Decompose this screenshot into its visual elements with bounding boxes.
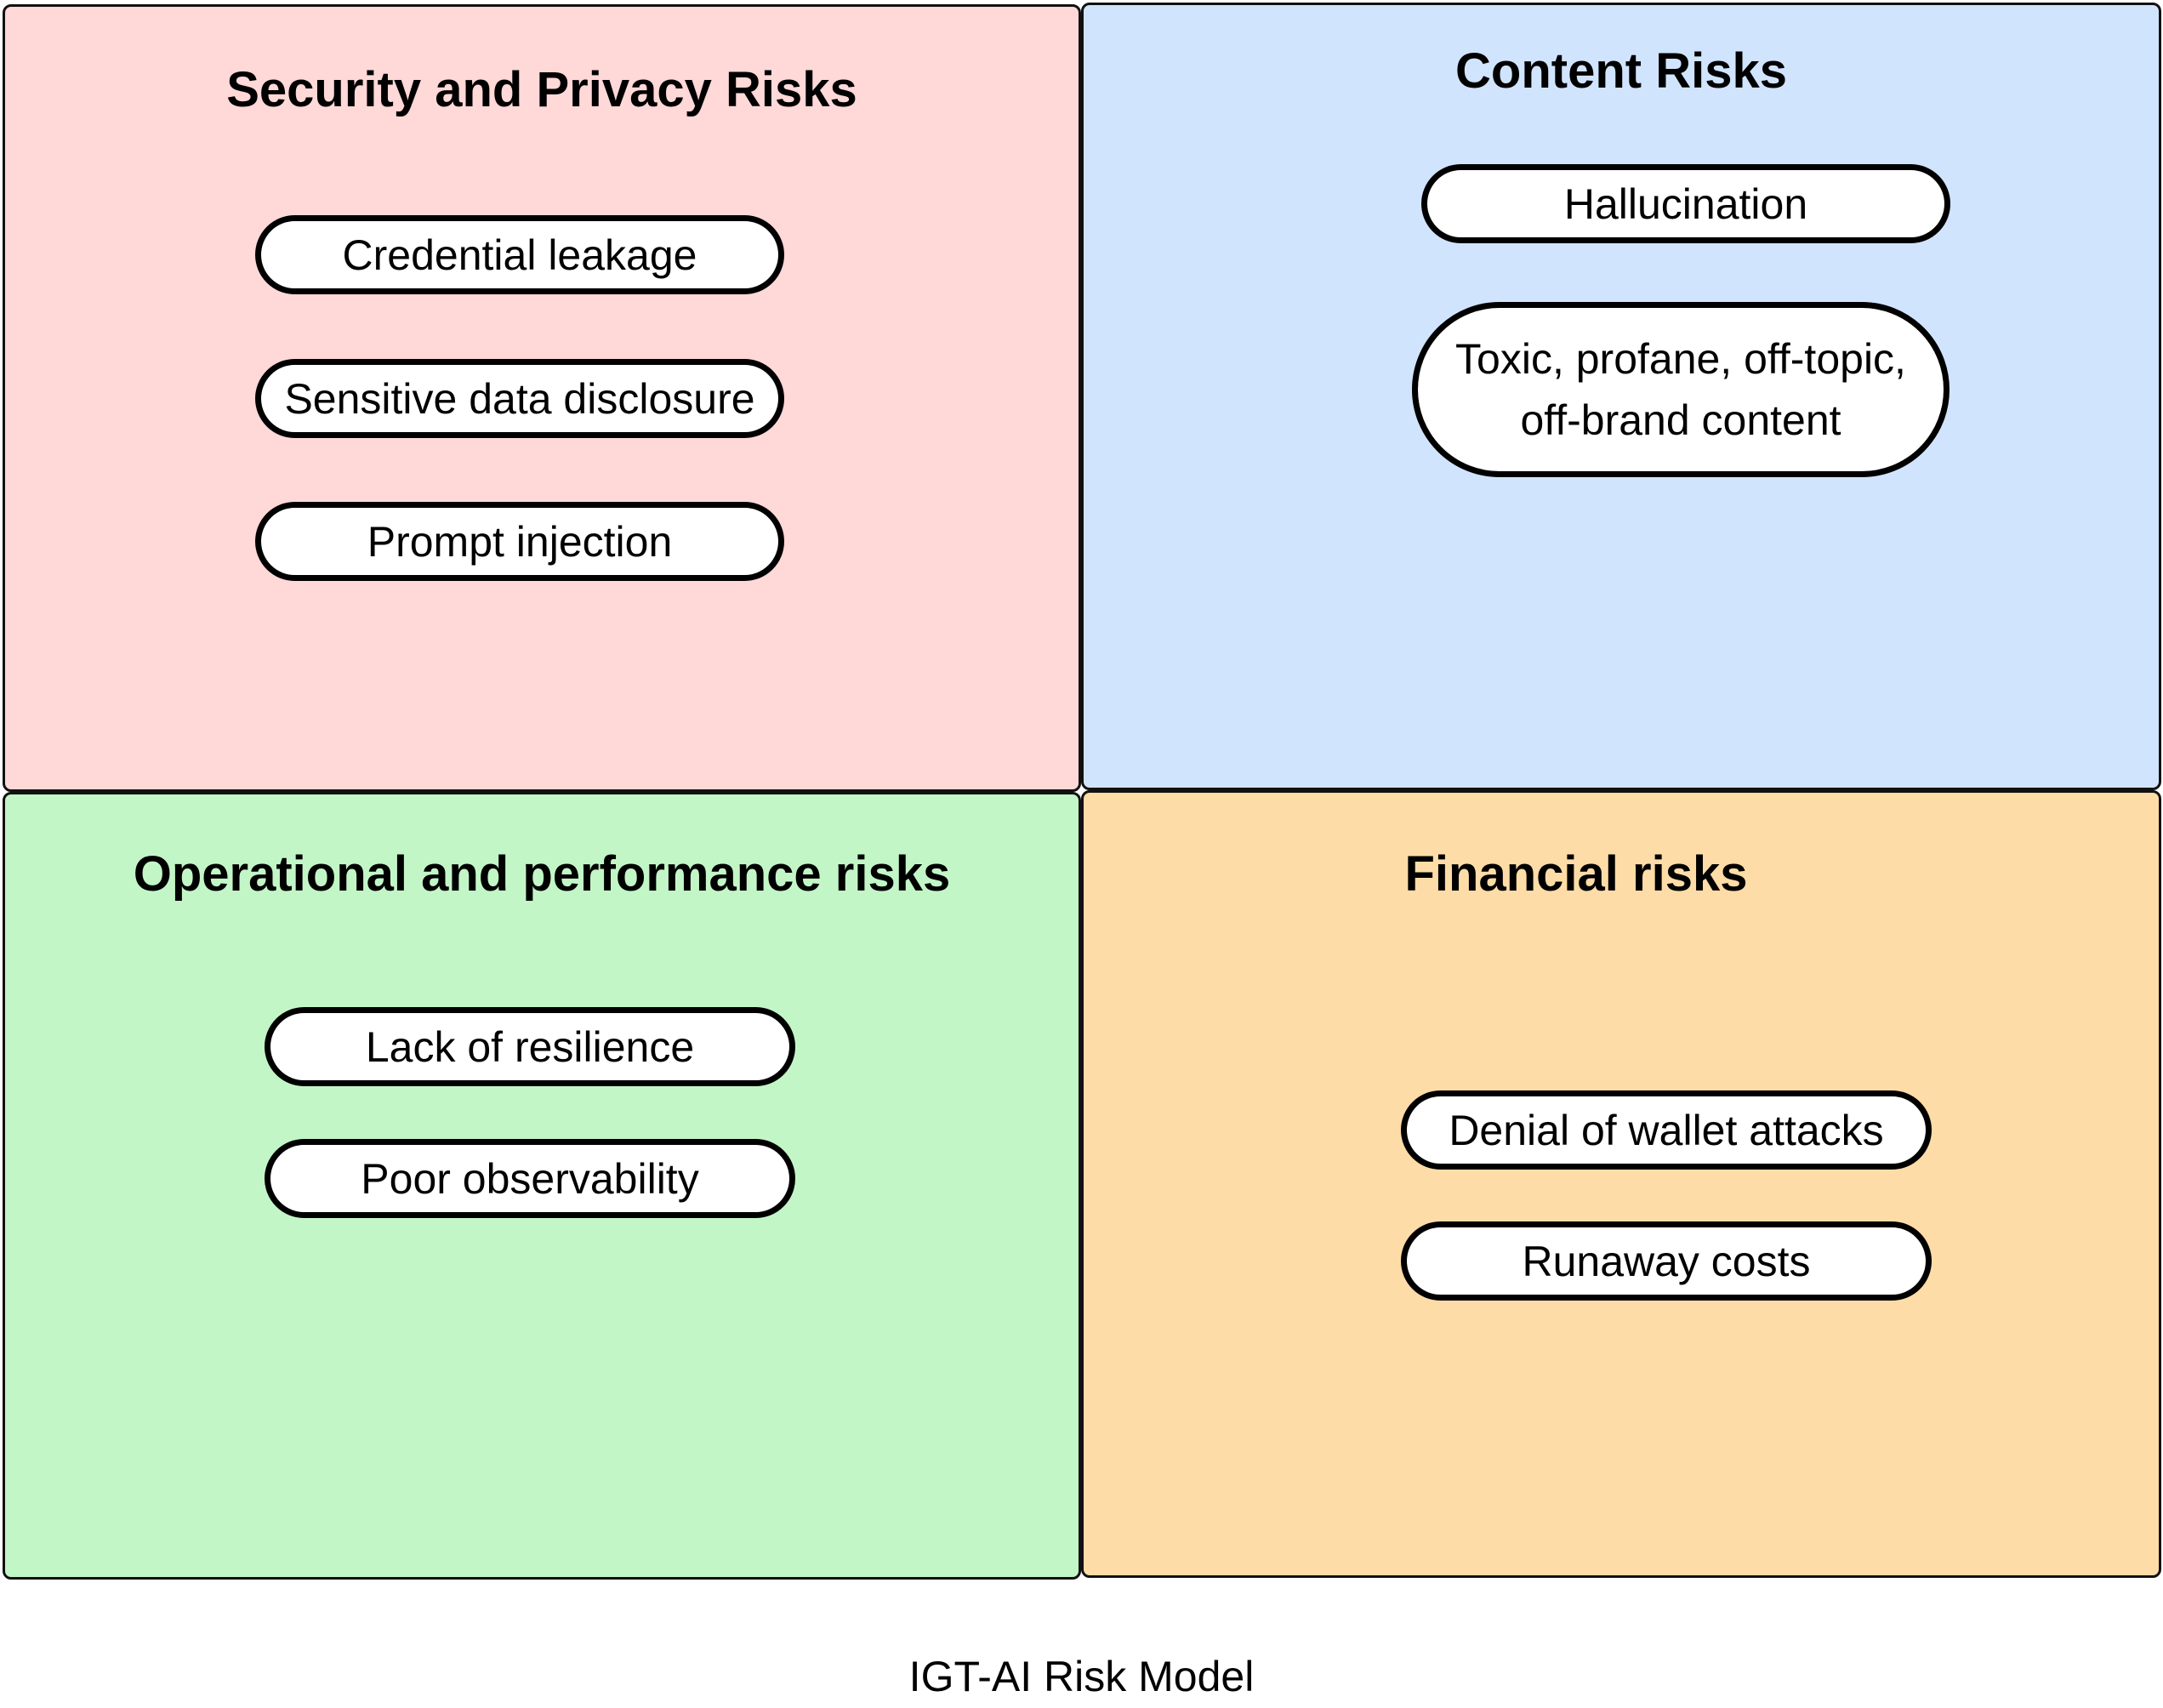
quadrant-title: Operational and performance risks — [133, 846, 951, 902]
quadrant-financial: Financial risks Denial of wallet attacks… — [1081, 790, 2161, 1578]
figure-caption: IGT-AI Risk Model — [908, 1653, 1255, 1700]
quadrant-title: Financial risks — [1404, 846, 1748, 902]
quadrant-operational: Operational and performance risks Lack o… — [3, 792, 1081, 1580]
risk-sensitive-data-disclosure: Sensitive data disclosure — [255, 359, 784, 438]
risk-poor-observability: Poor observability — [265, 1139, 795, 1218]
risk-prompt-injection: Prompt injection — [255, 502, 784, 581]
quadrant-content: Content Risks Hallucination Toxic, profa… — [1081, 3, 2161, 790]
risk-denial-of-wallet: Denial of wallet attacks — [1401, 1090, 1932, 1170]
quadrant-title: Security and Privacy Risks — [226, 62, 857, 117]
risk-toxic-content: Toxic, profane, off-topic, off-brand con… — [1412, 302, 1950, 477]
quadrant-title: Content Risks — [1455, 43, 1787, 99]
risk-hallucination: Hallucination — [1421, 164, 1950, 243]
risk-lack-of-resilience: Lack of resilience — [265, 1007, 795, 1086]
quadrant-security-privacy: Security and Privacy Risks Credential le… — [3, 4, 1081, 792]
risk-runaway-costs: Runaway costs — [1401, 1221, 1932, 1301]
risk-credential-leakage: Credential leakage — [255, 215, 784, 294]
